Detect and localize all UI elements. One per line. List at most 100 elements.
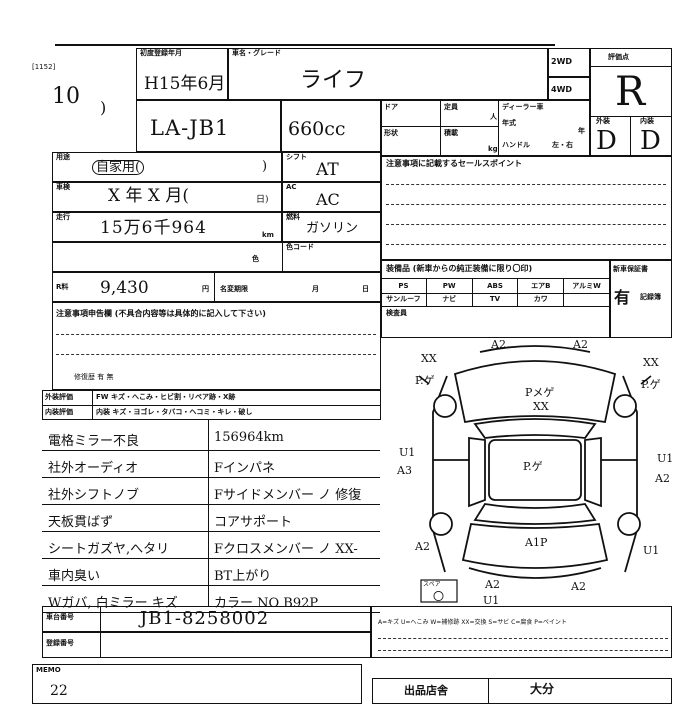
equipment-item: TV [473,292,519,306]
lot-number: 10 [52,84,80,109]
left-side [432,375,448,573]
inspector-label: 検査員 [386,309,407,317]
inspection-cell [52,182,282,212]
equipment-label: 装備品 (新車からの純正装備に限り〇印) [386,264,533,273]
model-code: LA-JB1 [150,116,230,140]
mileage-value: 15万6千964 [100,218,207,238]
diagram-marks: XX P.ゲ XX P.ゲ A2 A2 Pメゲ XX P.ゲ U1 A3 U1 … [396,340,673,607]
usage-label: 用途 [56,153,70,161]
chassis-value: JB1-8258002 [140,608,270,629]
sales-line1 [386,184,666,185]
sales-point-label: 注意事項に記載するセールスポイント [386,159,522,168]
interior-rating-label: 内装評価 [45,408,73,416]
mark-bot1: A2 [484,578,500,591]
change-day: 日 [362,285,369,293]
rear-bumper [468,567,602,579]
mark-tr2: P.ゲ [641,378,661,391]
load-label: 積載 [444,129,458,137]
dealer-label: ディーラー車 [502,103,544,111]
roof-panel [488,439,582,501]
dealer-vline [488,678,489,704]
memo-value: 22 [50,683,68,699]
left-window [468,436,486,508]
mirrors [418,375,652,385]
model-cell [136,100,281,152]
exterior-rating-label: 外装評価 [45,393,73,401]
capacity-label: 定員 [444,103,458,111]
inspection-label: 車検 [56,183,70,191]
rating-hline [42,405,381,406]
recycle-label: R料 [56,283,69,291]
fuel-label: 燃料 [286,213,300,221]
wheel-front-right [613,394,637,418]
wheel-front-left [433,394,457,418]
mark-left2: A3 [396,464,412,477]
first-reg-cell [136,48,228,100]
displacement-cell [281,100,381,152]
mark-bot3: A2 [570,580,586,593]
mark-hood: Pメゲ [525,386,554,399]
legend-text: A=キズ U=へこみ W=補修跡 XX=交換 S=サビ C=腐食 P=ペイント [378,619,567,626]
shape-label: 形状 [384,129,398,137]
rating-vline [92,390,93,420]
top-edge [55,44,555,46]
mark-br: U1 [643,544,659,557]
recycle-unit: 円 [202,285,209,293]
sales-line3 [386,224,666,225]
note-right: コアサポート [214,515,293,530]
spare-value: 〇 [433,590,444,603]
chassis-vline [100,606,101,658]
inspection-day: 日) [256,195,269,205]
spec-cell [381,100,590,156]
note-right: Fサイドメンバー ノ 修復 [214,488,362,503]
handle-opts: 左・右 [552,141,573,149]
mark-hood2: XX [533,400,549,413]
note-row: 天板貫ばずコアサポート [42,505,380,532]
wheels [429,394,641,536]
score-vline [630,116,632,156]
ref-code: [1152] [32,63,56,71]
dealer-label: 出品店舎 [404,684,448,697]
score-label: 評価点 [608,53,629,61]
mileage-unit: km [262,231,274,239]
legend-cell [371,606,672,658]
mark-tl2: P.ゲ [415,374,435,387]
note-row: Wガバ, 白ミラー キズカラー NO B92P [42,586,380,613]
sales-line4 [386,244,666,245]
drive-2wd: 2WD [551,57,573,66]
car-name-cell [228,48,548,100]
mark-tl: XX [421,352,437,365]
color-code-label: 色コード [286,243,314,251]
legend-line1 [378,638,668,639]
right-mirror [640,375,652,385]
year-unit: 年 [578,127,585,135]
shift-cell [282,152,381,182]
memo-cell [32,664,362,704]
region-value: 大分 [530,682,555,696]
ac-label: AC [286,183,297,191]
note-left: 電格ミラー不良 [48,434,140,449]
equipment-item: アルミW [564,279,610,293]
sales-point-cell [381,156,672,260]
rear-glass [473,503,597,525]
windshield [473,418,597,439]
car-name-value: ライフ [300,68,367,93]
exterior-rating-opts: FW キズ・へこみ・ヒビ割・リペア跡・X跡 [96,393,236,401]
car-outline [432,345,638,579]
mark-left1: U1 [399,446,415,459]
shift-label: シフト [286,153,307,161]
spec-vline2 [498,100,499,156]
wheel-rear-left [429,512,453,536]
usage-cell [52,152,282,182]
handle-label: ハンドル [502,141,530,149]
chassis-cell [42,606,371,632]
hood-panel [453,360,617,424]
equipment-item: サンルーフ [381,292,427,306]
recycle-cell [52,272,381,302]
